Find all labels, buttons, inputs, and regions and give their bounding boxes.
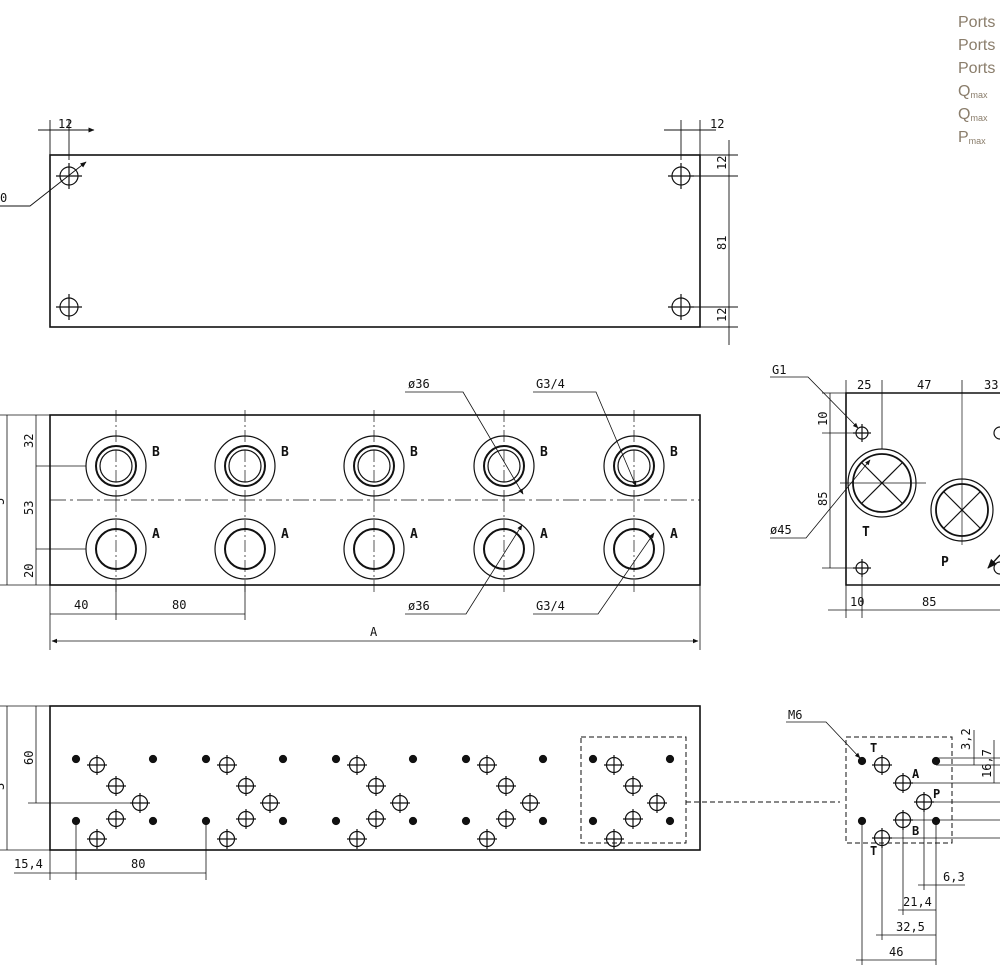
- dim-10-vertical: 10: [816, 412, 830, 426]
- mounting-hole: [993, 561, 1000, 575]
- port-label-a: A: [540, 527, 548, 542]
- callout-g34-top: G3/4: [536, 377, 565, 391]
- port-a: [473, 500, 535, 592]
- top-view-outline: [49, 154, 701, 328]
- port-label-b: B: [152, 445, 160, 460]
- port-label-a: A: [912, 767, 920, 781]
- callout-g1: G1: [772, 363, 786, 377]
- spec-line-pmax: Pmax: [958, 129, 986, 146]
- dim-46: 46: [889, 945, 903, 959]
- dim-47: 47: [917, 378, 931, 392]
- dim-32: 32: [22, 434, 36, 448]
- port-label-p: P: [933, 787, 940, 801]
- side-view: G1 25 47 33 10 85 ø45 10 85 T P: [770, 363, 1000, 618]
- port-label-p: P: [941, 555, 949, 570]
- dim-85-horizontal: 85: [922, 595, 936, 609]
- valve-pattern: [331, 754, 418, 849]
- port-label-b: B: [281, 445, 289, 460]
- leader-fragment: 0: [0, 191, 7, 205]
- bottom-view-outline: [49, 705, 701, 851]
- dim-15-4: 15,4: [14, 857, 43, 871]
- spec-line-qmax-2: Qmax: [958, 106, 988, 123]
- dim-20: 20: [22, 564, 36, 578]
- valve-pattern: [588, 754, 675, 849]
- dim-25: 25: [857, 378, 871, 392]
- dim-height-fragment: 3: [0, 783, 7, 790]
- spec-line-ports-2: Ports: [958, 37, 996, 54]
- dim-53: 53: [22, 501, 36, 515]
- top-view: 12 12 0 12 81 12: [0, 117, 738, 345]
- port-label-b: B: [912, 824, 919, 838]
- port-label-b: B: [410, 445, 418, 460]
- mounting-hole: [56, 294, 82, 320]
- port-label-t: T: [862, 525, 870, 540]
- dim-21-4: 21,4: [903, 895, 932, 909]
- port-b: [343, 410, 405, 500]
- dim-32-5: 32,5: [896, 920, 925, 934]
- dim-16-7: 16,7: [980, 749, 994, 778]
- detail-view: M6 3,2 16,7 6,3 21,4 32,5 46 T A P B T: [786, 708, 1000, 965]
- mounting-hole: [668, 294, 694, 320]
- dim-right-12-top: 12: [715, 156, 729, 170]
- spec-line-qmax-1: Qmax: [958, 83, 988, 100]
- dim-10-horizontal: 10: [850, 595, 864, 609]
- mounting-hole: [993, 426, 1000, 440]
- port-p: [930, 392, 994, 545]
- port-a: [343, 500, 405, 592]
- dim-33: 33: [984, 378, 998, 392]
- mounting-hole: [56, 163, 82, 189]
- valve-pattern: [201, 754, 288, 849]
- spec-line-ports-3: Ports: [958, 60, 996, 77]
- callout-d36-top: ø36: [408, 377, 430, 391]
- spec-line-ports-1: Ports: [958, 14, 996, 31]
- bottom-view: 60 3 15,4 80: [0, 705, 840, 880]
- port-label-a: A: [410, 527, 418, 542]
- dim-A: A: [370, 625, 378, 639]
- port-label-a: A: [281, 527, 289, 542]
- port-a: [214, 500, 276, 592]
- port-a: [85, 500, 147, 592]
- callout-m6: M6: [788, 708, 802, 722]
- port-label-b: B: [540, 445, 548, 460]
- port-label-a: A: [670, 527, 678, 542]
- dim-top-left-12: 12: [58, 117, 72, 131]
- valve-pattern: [71, 754, 158, 849]
- dim-40: 40: [74, 598, 88, 612]
- dim-81: 81: [715, 236, 729, 250]
- port-b: [473, 410, 535, 500]
- valve-interface-outline: [580, 736, 687, 844]
- port-a: [603, 500, 665, 592]
- dim-6-3: 6,3: [943, 870, 965, 884]
- port-label-a: A: [152, 527, 160, 542]
- port-b: [85, 410, 147, 500]
- callout-d36-bottom: ø36: [408, 599, 430, 613]
- dim-85-vertical: 85: [816, 492, 830, 506]
- callout-d45: ø45: [770, 523, 792, 537]
- valve-pattern: [461, 754, 548, 849]
- port-t: [840, 448, 926, 518]
- dim-top-right-12: 12: [710, 117, 724, 131]
- callout-g34-bottom: G3/4: [536, 599, 565, 613]
- port-b: [603, 410, 665, 500]
- front-view: B B B B B A A A A A 32 53 20 5 40 80 A ø…: [0, 377, 701, 650]
- dim-60: 60: [22, 751, 36, 765]
- port-label-t: T: [870, 844, 877, 858]
- port-b: [214, 410, 276, 500]
- port-label-b: B: [670, 445, 678, 460]
- dim-height-fragment: 5: [0, 498, 7, 505]
- dim-right-12-bottom: 12: [715, 308, 729, 322]
- dim-3-2: 3,2: [959, 728, 973, 750]
- dim-80: 80: [131, 857, 145, 871]
- dim-80: 80: [172, 598, 186, 612]
- mounting-hole: [668, 163, 694, 189]
- port-label-t: T: [870, 741, 877, 755]
